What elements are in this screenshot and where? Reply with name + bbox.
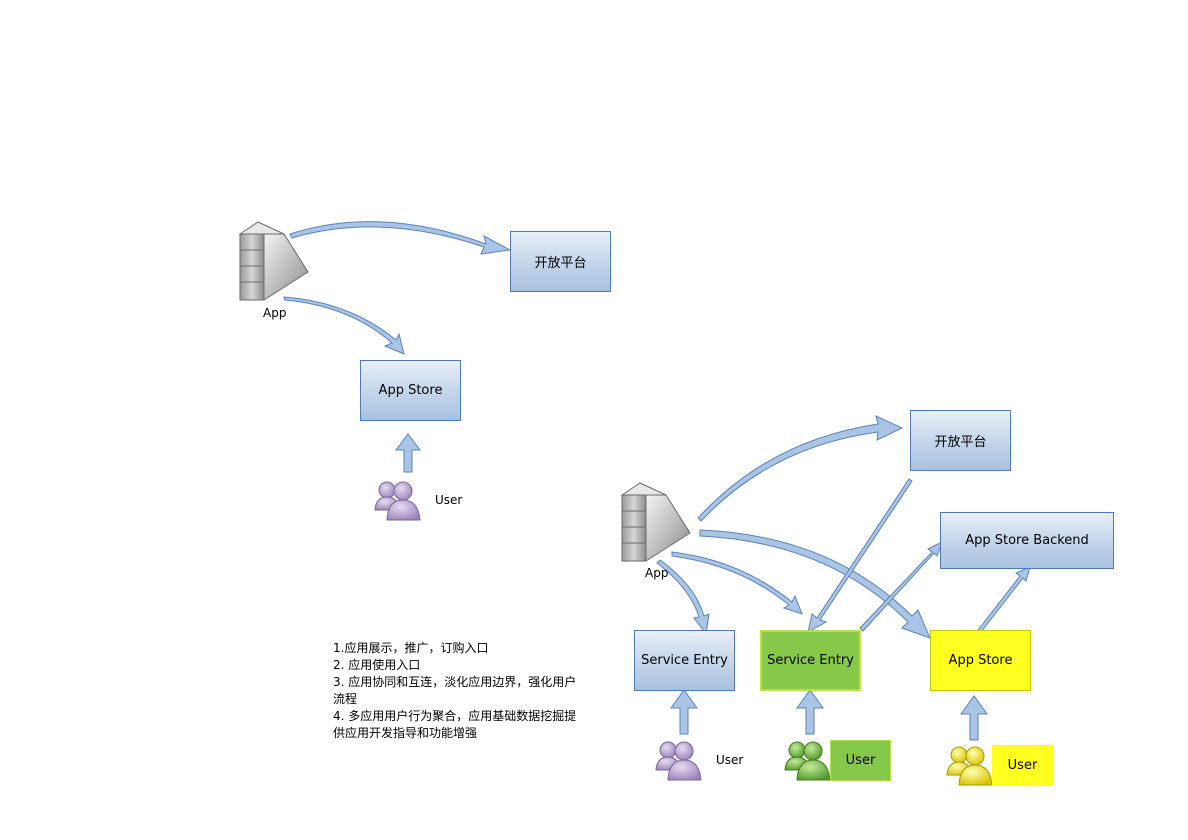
arrow-app-to-service-entry-blue bbox=[656, 559, 710, 636]
arrow-app-to-service-entry-green bbox=[671, 551, 803, 615]
users-icon bbox=[784, 741, 831, 781]
arrow-user-to-app-store bbox=[395, 433, 421, 473]
note-line: 3. 应用协同和互连，淡化应用边界，强化用户 bbox=[333, 675, 577, 689]
server-icon bbox=[238, 221, 309, 301]
users-icon bbox=[655, 741, 702, 781]
user-label: User bbox=[435, 493, 463, 507]
note-line: 4. 多应用用户行为聚合，应用基础数据挖掘提 bbox=[333, 709, 577, 723]
open-platform-box: 开放平台 bbox=[510, 231, 611, 292]
app-label: App bbox=[263, 306, 287, 320]
open-platform-box: 开放平台 bbox=[910, 410, 1011, 471]
user-label: User bbox=[716, 753, 744, 767]
arrow-app-to-app-store bbox=[283, 296, 405, 355]
users-icon bbox=[946, 746, 993, 786]
app-store-backend-box: App Store Backend bbox=[940, 512, 1114, 569]
user-label-yellow: User bbox=[992, 745, 1053, 786]
notes-text-block: 1.应用展示，推广，订购入口 2. 应用使用入口 3. 应用协同和互连，淡化应用… bbox=[333, 640, 605, 742]
arrow-app-store-to-backend bbox=[977, 566, 1031, 633]
arrow-app-to-open-platform bbox=[289, 221, 512, 255]
service-entry-box-green: Service Entry bbox=[760, 630, 861, 691]
note-line: 1.应用展示，推广，订购入口 bbox=[333, 641, 489, 655]
app-store-box-yellow: App Store bbox=[930, 630, 1031, 691]
arrow-user-to-service-entry-green bbox=[796, 689, 824, 735]
note-line: 2. 应用使用入口 bbox=[333, 658, 421, 672]
service-entry-box: Service Entry bbox=[634, 630, 735, 691]
user-label-green: User bbox=[830, 740, 891, 781]
app-store-box: App Store bbox=[360, 360, 461, 421]
arrow-user-to-app-store bbox=[960, 695, 988, 741]
users-icon bbox=[374, 481, 421, 521]
arrow-app-to-app-store bbox=[699, 529, 931, 639]
arrow-open-platform-to-service-entry bbox=[807, 478, 913, 633]
app-label: App bbox=[645, 566, 669, 580]
arrow-app-to-open-platform bbox=[697, 415, 904, 522]
arrow-service-entry-to-backend bbox=[859, 540, 943, 632]
note-line: 供应用开发指导和功能增强 bbox=[333, 726, 478, 740]
note-line: 流程 bbox=[333, 692, 358, 706]
arrow-user-to-service-entry-blue bbox=[670, 689, 698, 735]
server-icon bbox=[620, 482, 691, 562]
